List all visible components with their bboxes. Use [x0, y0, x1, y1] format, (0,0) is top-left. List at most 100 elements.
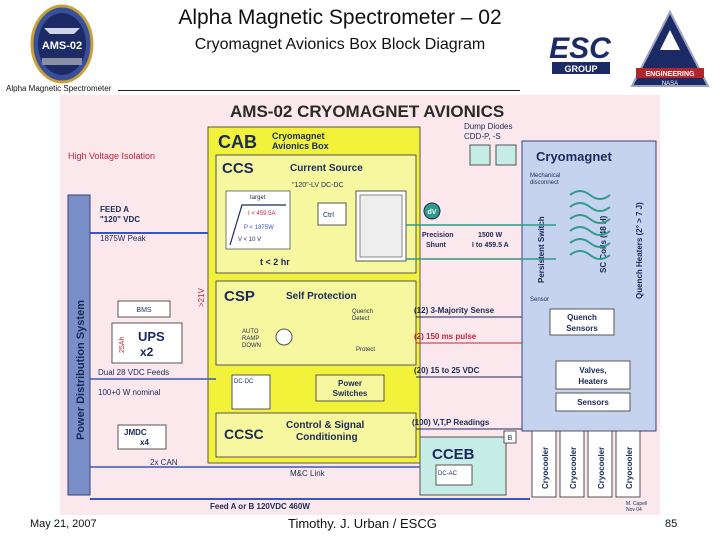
precision-shunt-2: Shunt — [426, 242, 446, 249]
b-connector-label: B — [508, 435, 513, 442]
dual-feeds-label: Dual 28 VDC Feeds — [98, 368, 169, 377]
ups-label-1: UPS — [138, 329, 165, 344]
slide-title: Alpha Magnetic Spectrometer – 02 — [178, 6, 502, 29]
cryocooler-1-label: Cryocooler — [541, 447, 550, 489]
footer-date: May 21, 2007 — [30, 518, 97, 530]
precision-shunt-1: Precision — [422, 232, 454, 239]
pds-label: Power Distribution System — [75, 300, 87, 440]
cab-label: CAB — [218, 132, 257, 152]
mc-link-label: M&C Link — [290, 469, 326, 478]
graph-i: I < 459.5A — [248, 211, 276, 217]
valves-label-1: Valves, — [579, 366, 606, 375]
jmdc-label-1: JMDC — [124, 428, 147, 437]
footer-page-number: 85 — [665, 518, 678, 530]
ups-capacity: 25Ah — [119, 337, 126, 353]
bms-block — [117, 300, 171, 318]
dcac-label: DC-AC — [438, 471, 458, 477]
cryomagnet-label: Cryomagnet — [536, 149, 613, 164]
hv-isolation-label: High Voltage Isolation — [68, 151, 155, 161]
ccsc-label: CCSC — [224, 426, 264, 442]
pds-column — [67, 194, 91, 496]
protect-label: Protect — [356, 347, 375, 353]
b-connector — [503, 430, 517, 444]
quench-sensors-2: Sensors — [566, 324, 598, 333]
sensors-block — [555, 392, 631, 412]
ccs-label: CCS — [222, 160, 254, 177]
ctrl-block — [317, 202, 347, 226]
dcac-block — [435, 464, 473, 486]
feed-label-1: FEED A — [100, 205, 129, 214]
cryocooler-3 — [587, 430, 613, 498]
persistent-switch-label: Persistent Switch — [537, 216, 546, 283]
dcdc-small-block — [231, 374, 271, 410]
ctrl-label: Ctrl — [323, 212, 334, 219]
range-vdc-label: (20) 15 to 25 VDC — [414, 366, 480, 375]
v21-label: >21V — [197, 287, 206, 307]
cryocooler-2-label: Cryocooler — [569, 447, 578, 489]
power-range-1: 1500 W — [478, 232, 503, 239]
esc-logo-text: ESC — [549, 32, 612, 65]
ccs-desc: Current Source — [290, 163, 363, 174]
engineering-nasa-logo: ENGINEERING NASA — [630, 9, 710, 87]
csp-block — [215, 280, 417, 366]
logo-star — [660, 30, 680, 50]
mech-disconnect-1: Mechanical — [530, 173, 560, 179]
logo-banner — [636, 68, 704, 78]
readings-label: (100) V,T,P Readings — [412, 418, 490, 427]
ccsc-desc-1: Control & Signal — [286, 420, 365, 431]
esc-group-text: GROUP — [564, 64, 597, 74]
auto-ramp-2: RAMP — [242, 336, 259, 342]
auto-ramp-1: AUTO — [242, 329, 259, 335]
org-caption: Alpha Magnetic Spectrometer — [6, 84, 112, 93]
dump-diode-s — [495, 144, 517, 166]
esc-group-bar — [552, 62, 610, 74]
ams-02-patch-logo: AMS-02 — [30, 4, 94, 84]
ccsc-block — [215, 412, 417, 458]
power-switches-1: Power — [338, 379, 362, 388]
cryocooler-4-label: Cryocooler — [625, 447, 634, 489]
auto-ramp-3: DOWN — [242, 343, 261, 349]
jmdc-label-2: x4 — [140, 438, 149, 447]
feed-label-2: "120" VDC — [100, 215, 140, 224]
cryomagnet-avionics-diagram: AMS-02 CRYOMAGNET AVIONICS Power Distrib… — [60, 95, 660, 515]
sensors-label: Sensors — [577, 398, 609, 407]
cryocooler-4 — [615, 430, 641, 498]
cryocooler-1 — [531, 430, 557, 498]
cryocooler-2 — [559, 430, 585, 498]
dump-diodes-2: CDD-P, -S — [464, 132, 501, 141]
bms-label: BMS — [136, 307, 152, 314]
quench-detect-2: Detect — [352, 316, 370, 322]
dv-label: dV — [428, 209, 437, 216]
cab-desc-1: Cryomagnet — [272, 131, 325, 141]
nominal-label: 100+0 W nominal — [98, 388, 161, 397]
csp-desc: Self Protection — [286, 291, 357, 302]
cryocooler-3-label: Cryocooler — [597, 447, 606, 489]
sc-coil-windings — [569, 190, 611, 260]
dcdc-small-label: DC-DC — [234, 379, 254, 385]
dv-meter — [423, 202, 441, 220]
can-label: 2x CAN — [150, 458, 178, 467]
diagram-title: AMS-02 CRYOMAGNET AVIONICS — [230, 102, 504, 121]
auto-ramp-dial — [275, 328, 293, 346]
footer-author: Timothy. J. Urban / ESCG — [288, 516, 437, 531]
mech-disconnect-2: disconnect — [530, 180, 559, 186]
dcdc-module-inner — [359, 194, 403, 258]
ramp-graph — [225, 190, 291, 250]
quench-detect-1: Quench — [352, 309, 373, 315]
m-capell-1: M. Capell — [626, 501, 647, 507]
quench-sensors-block — [549, 308, 615, 336]
sc-coils-label: SC Coils (48 H) — [599, 215, 608, 273]
ups-label-2: x2 — [140, 345, 154, 359]
graph-v: V < 10 V — [238, 237, 261, 243]
cceb-label: CCEB — [432, 446, 475, 463]
cab-desc-2: Avionics Box — [272, 141, 329, 151]
feed-peak-label: 1875W Peak — [100, 234, 147, 243]
ccsc-desc-2: Conditioning — [296, 432, 358, 443]
power-switches-block — [315, 374, 385, 402]
power-range-2: I to 459.5 A — [472, 242, 509, 249]
lv-dcdc-label: "120"-LV DC-DC — [292, 182, 344, 189]
header-rule — [118, 90, 520, 91]
logo-nasa-text: NASA — [662, 81, 678, 87]
logo-engineering-text: ENGINEERING — [645, 71, 695, 78]
dump-diodes-1: Dump Diodes — [464, 122, 512, 131]
